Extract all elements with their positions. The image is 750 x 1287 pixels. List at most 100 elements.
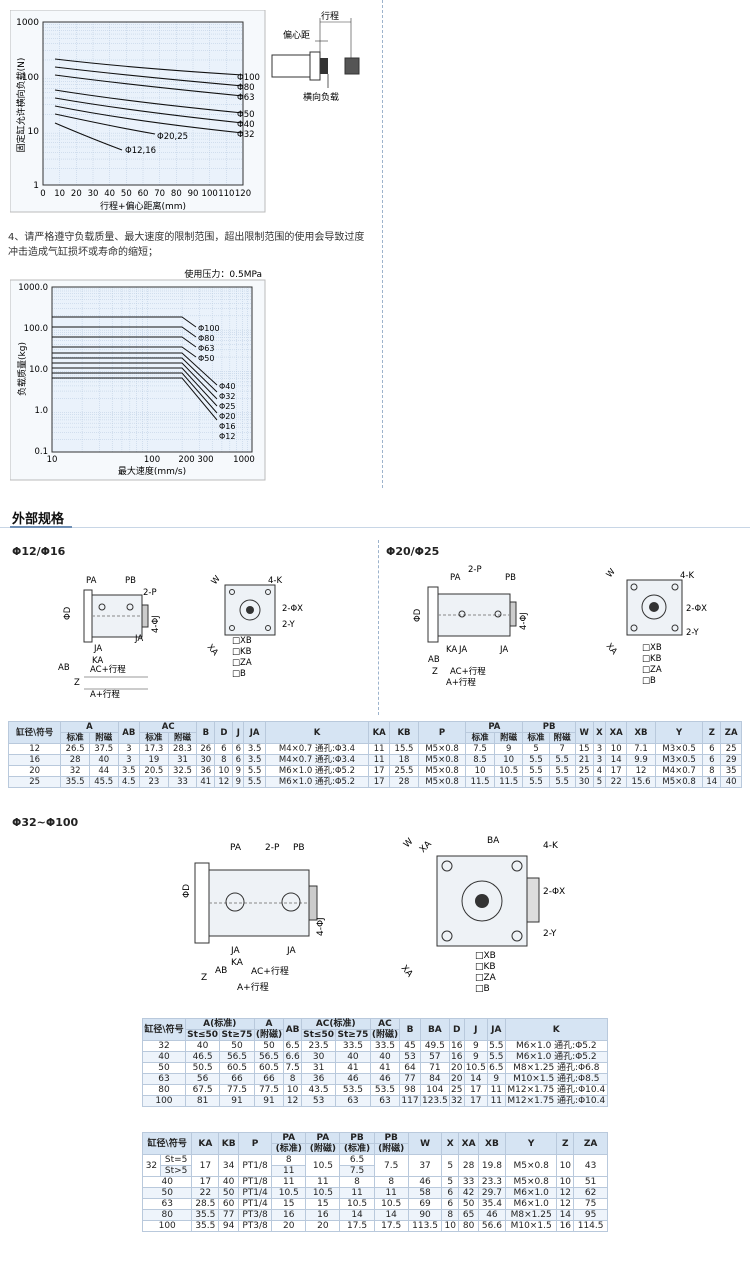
- th: PA: [305, 1132, 341, 1144]
- c2-label-80: Φ80: [198, 334, 214, 343]
- cell: 98: [399, 1084, 421, 1096]
- dim-D: ΦD: [182, 884, 192, 898]
- th: D: [214, 721, 234, 744]
- cell: 75: [573, 1198, 608, 1210]
- cell: 40: [335, 1051, 371, 1063]
- th: J: [232, 721, 245, 744]
- chart1-curve: [54, 58, 244, 76]
- dim-AB: AB: [215, 966, 227, 976]
- cell: 53.5: [335, 1084, 371, 1096]
- cell: 6: [702, 754, 722, 766]
- cell: 8: [339, 1176, 375, 1188]
- th: J: [463, 1018, 489, 1041]
- cell: 6.5: [339, 1154, 375, 1166]
- th-sub: 标准: [465, 732, 495, 744]
- cell: 25.5: [389, 765, 419, 777]
- cell: 53: [300, 1095, 337, 1107]
- chart2-ytick: 1000.0: [18, 283, 48, 293]
- subtitle-12-16: Φ12/Φ16: [12, 545, 66, 558]
- chart2-xtick: 1000: [233, 455, 255, 465]
- offset-label: 偏心距: [283, 29, 310, 41]
- cell: 11: [305, 1176, 341, 1188]
- cell: 5.5: [548, 765, 576, 777]
- cell: 11: [487, 1095, 506, 1107]
- cell: 10.5: [305, 1187, 341, 1199]
- cell: 33: [167, 776, 198, 788]
- cell: 20: [7, 765, 62, 777]
- th: AC: [139, 721, 198, 733]
- cell: M6×1.0 通孔:Φ5.2: [504, 1051, 609, 1063]
- mid-divider: [378, 540, 379, 715]
- dim-2Y: 2-Y: [543, 929, 557, 939]
- cell: 11: [368, 754, 391, 766]
- dim-4J: 4-ΦJ: [151, 615, 161, 633]
- cell: 32: [60, 765, 90, 777]
- cell: 37: [407, 1154, 443, 1177]
- cell: 50: [458, 1198, 479, 1210]
- th: B: [399, 1018, 421, 1041]
- dim-W: W: [402, 837, 415, 850]
- cell: 21: [574, 754, 594, 766]
- cell: 35.5: [60, 776, 90, 788]
- top-divider: [382, 0, 383, 488]
- dim-AC: AC+行程: [90, 664, 126, 675]
- cell: 11: [271, 1165, 307, 1177]
- cell: 40: [720, 776, 742, 788]
- cell: 56.6: [477, 1220, 506, 1232]
- cell: 9.9: [626, 754, 656, 766]
- cell: St=5: [159, 1154, 193, 1166]
- dim-AB: AB: [428, 655, 440, 665]
- chart2-curve: [52, 362, 218, 400]
- cell: 23: [139, 776, 169, 788]
- note-4-line2: 冲击造成气缸损坏或寿命的缩短；: [8, 247, 158, 258]
- dim-B: □B: [232, 669, 246, 679]
- series-label-63: Φ63: [237, 93, 255, 103]
- th-sub: (附磁): [305, 1143, 341, 1155]
- chart1-xtick: 100: [202, 189, 218, 199]
- cell: 104: [419, 1084, 450, 1096]
- cell: 91: [253, 1095, 285, 1107]
- chart1-xtick: 50: [121, 189, 132, 199]
- cell: M6×1.0: [504, 1198, 558, 1210]
- cell: 35.5: [191, 1209, 220, 1221]
- cell: 46: [369, 1073, 401, 1085]
- cell: 8: [214, 754, 234, 766]
- th: W: [407, 1132, 443, 1155]
- th: KB: [389, 721, 419, 744]
- cell: 77: [399, 1073, 421, 1085]
- cell: 44: [88, 765, 119, 777]
- dim-XA-2: XA: [399, 964, 415, 981]
- c2-label-25: Φ25: [219, 402, 235, 411]
- cell: 15: [271, 1198, 307, 1210]
- th: X: [441, 1132, 460, 1155]
- cell: 71: [419, 1062, 450, 1074]
- cell: 57: [419, 1051, 450, 1063]
- th: A: [60, 721, 119, 733]
- c2-label-32: Φ32: [219, 392, 235, 401]
- cell: 17: [463, 1095, 489, 1107]
- series-label-100: Φ100: [237, 73, 260, 83]
- th: ZA: [573, 1132, 608, 1155]
- chart2-curve: [52, 336, 197, 348]
- cell: M8×1.25 通孔:Φ6.8: [504, 1062, 609, 1074]
- cell: 11: [339, 1187, 375, 1199]
- cell: 58: [407, 1187, 443, 1199]
- dim-4K: 4-K: [268, 576, 282, 586]
- cell: 6.5: [487, 1062, 506, 1074]
- cell: 10.5: [373, 1198, 409, 1210]
- series-label-20-25: Φ20,25: [157, 132, 188, 142]
- cell: PT1/4: [237, 1198, 273, 1210]
- th-sub: (标准): [339, 1143, 375, 1155]
- cell: 16: [271, 1209, 307, 1221]
- drawing-20-25: PA PB 2-P ΦD 4-ΦJ KA JA JA AB AC+行程 Z A+…: [413, 565, 707, 688]
- dim-A: A+行程: [237, 981, 269, 993]
- cell: 32: [142, 1040, 186, 1052]
- cell: 35.4: [477, 1198, 506, 1210]
- cell: 14: [339, 1209, 375, 1221]
- cell: 10.5: [463, 1062, 489, 1074]
- cell: 100: [141, 1220, 193, 1232]
- chart1-xtick: 80: [171, 189, 182, 199]
- dim-4K: 4-K: [543, 841, 559, 851]
